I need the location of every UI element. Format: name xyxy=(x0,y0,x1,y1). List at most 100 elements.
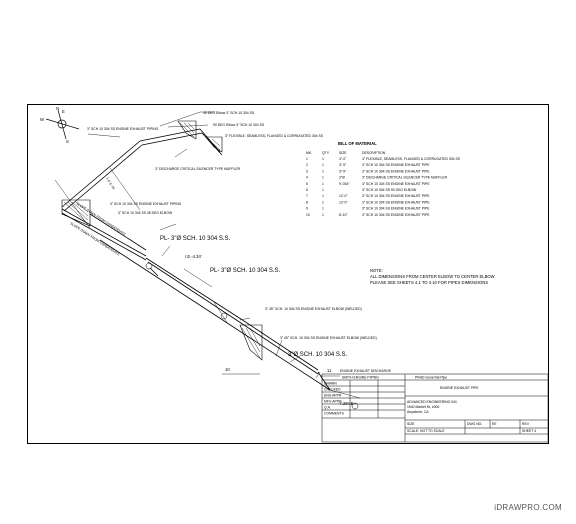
bom-cell: 3" SCH 10 304 SS ENGINE EXHAUST PIPE xyxy=(362,194,430,198)
bom-cell: 5 xyxy=(306,182,308,186)
bom-cell: 3" SCH 10 304 SS ENGINE EXHAUST PIPE xyxy=(362,200,430,204)
tb-header: SMITH ENGINE PIPING xyxy=(342,376,379,380)
tb-scale: SCALE: NOT TO SCALE xyxy=(407,429,445,433)
hatched-elbow-3 xyxy=(61,199,91,227)
tb-row-label: COMMENTS xyxy=(324,412,345,416)
callout-dim-1: 1.6'-5.75" xyxy=(105,177,116,192)
bom-cell: 12'-0" xyxy=(339,200,348,204)
tb-row-label: CHECKED xyxy=(324,388,341,392)
tb-project: PRAD GenerVal Pipe xyxy=(415,376,447,380)
bom-cell: 1 xyxy=(322,200,324,204)
callout-elbow-welded-2: 3" 45° SCH. 10 304 SS ENGINE EXHAUST ELB… xyxy=(280,336,377,340)
north-arrow: E N W S xyxy=(40,106,80,144)
callout-discharge: ENGINE EXHAUST DISCHARGE xyxy=(340,369,392,373)
tb-company-3: Anywhere, CA xyxy=(407,410,429,414)
bom-cell: 4 xyxy=(306,176,308,180)
callout-el-2: -7.25'I.E xyxy=(338,401,354,406)
callout-n11: 11 xyxy=(327,368,332,373)
tb-row-label: ENG APPR xyxy=(324,394,342,398)
callout-elbow-mid: 3" SCH 10 304 SS 45 DEG ELBOW xyxy=(118,211,173,215)
bom-cell: 3"-9" xyxy=(339,163,347,167)
leader-lines xyxy=(87,111,321,379)
marker-circle-2 xyxy=(220,312,228,320)
bom-cell: 3" SCH 10 304 SS ENGINE EXHAUST PIPE xyxy=(362,169,430,173)
bom-header-mk: MK. xyxy=(306,151,312,155)
note-head: NOTE: xyxy=(370,268,383,273)
bom-cell: 6 xyxy=(306,188,308,192)
callout-elbow-welded-1: 3" 45° SCH. 10 304 SS ENGINE EXHAUST ELB… xyxy=(265,307,362,311)
pipe-run-lower xyxy=(89,213,331,391)
callout-n10: 10 xyxy=(225,367,230,372)
callout-pl-1: PL- 3"Ø SCH. 10 304 S.S. xyxy=(160,236,230,242)
title-block-text: SMITH ENGINE PIPING PRAD GenerVal Pipe E… xyxy=(324,376,536,434)
tb-row-label: MFG APPR xyxy=(324,400,342,404)
bom-cell: 12'-0" xyxy=(339,194,348,198)
hatched-elbow-4 xyxy=(239,324,263,361)
north-arrow-s: S xyxy=(66,139,69,144)
bom-cell: 3" FLEXIBLE, SEAMLESS, FLANGED & CORRUGA… xyxy=(362,157,461,161)
note-line-1: ALL DIMENSIONS FROM CENTER ELBOW TO CENT… xyxy=(370,274,495,279)
note-block: NOTE: ALL DIMENSIONS FROM CENTER ELBOW T… xyxy=(370,268,495,285)
hatched-elbow-2 xyxy=(205,136,223,153)
bom-cell: 3"-9" xyxy=(339,169,347,173)
bom-cell: 1 xyxy=(322,163,324,167)
drawing-sheet xyxy=(27,104,549,444)
bom-cell: 10 xyxy=(306,213,310,217)
callout-el-1: I.E.-4.34' xyxy=(185,254,202,259)
bom-cell: 3" SCH 10 304 SS ENGINE EXHAUST PIPE xyxy=(362,213,430,217)
callout-sch-engine: 3" SCH 10 304 SS ENGINE EXHAUST PIPING xyxy=(87,127,159,131)
bom-title: BILL OF MATERIAL xyxy=(338,141,377,146)
watermark-text: iDRAWPRO.COM xyxy=(494,503,562,512)
marker-circle-1 xyxy=(145,262,153,270)
tb-dwg-no: EE xyxy=(492,422,497,426)
callout-pl-2: PL- 3"Ø SCH. 10 304 S.S. xyxy=(210,268,280,274)
callout-elbow-45: 45 DEG Elbow 3" SCH 10 304 SS xyxy=(203,111,255,115)
pipe-run-upper xyxy=(61,128,331,391)
bom-cell: 1 xyxy=(322,157,324,161)
tb-sheet: SHEET 4 xyxy=(522,429,536,433)
bill-of-material: BILL OF MATERIAL MK. QTY. SIZE DESCRIPTI… xyxy=(306,141,461,217)
bom-cell: 3" DISCHARGE CRITICAL SILENCER TYPE MUFF… xyxy=(362,176,448,180)
north-arrow-e: E xyxy=(62,109,65,114)
bom-cell: 3" SCH 10 304 SS ENGINE EXHAUST PIPE xyxy=(362,182,430,186)
bom-cell: 1 xyxy=(322,182,324,186)
bom-cell: 3 xyxy=(306,169,308,173)
tb-row-label: Q.A. xyxy=(324,406,331,410)
north-arrow-n: N xyxy=(56,106,59,111)
callout-flexible-1: 3" FLEXIBLE, SEAMLESS, FLANGED & CORRUGA… xyxy=(225,134,324,138)
tb-dwg-label: DWG NO. xyxy=(467,422,482,426)
bom-cell: 1 xyxy=(322,213,324,217)
bom-cell: 3" SCH 10 304 SS ENGINE EXHAUST PIPE xyxy=(362,207,430,211)
bom-cell: 8 xyxy=(306,200,308,204)
bom-cell: 3"Ø xyxy=(339,176,345,180)
tb-drawing-title: ENGINE EXHAUST PIPE xyxy=(440,386,479,390)
bom-cell: 3"-0" xyxy=(339,157,347,161)
title-block xyxy=(321,373,549,443)
tb-row-label: DRAWN xyxy=(324,382,337,386)
bom-cell: 1 xyxy=(322,194,324,198)
bom-cell: 9 xyxy=(306,207,308,211)
bom-header-qty: QTY. xyxy=(322,151,330,155)
bom-cell: 3" SCH 10 304 SS 90 DEG ELBOW xyxy=(362,188,417,192)
tb-size-label: SIZE xyxy=(407,422,415,426)
callout-silencer: 3" DISCHARGE CRITICAL SILENCER TYPE MUFF… xyxy=(155,167,241,171)
bom-cell: 8'-10" xyxy=(339,213,348,217)
bom-cell: 9'-034" xyxy=(339,182,350,186)
callout-pl-3: 3"Ø SCH. 10 304 S.S. xyxy=(288,352,347,358)
north-arrow-w: W xyxy=(40,117,44,122)
tb-rev-label: REV xyxy=(522,422,530,426)
bom-cell: 1 xyxy=(322,176,324,180)
bom-cell: 7 xyxy=(306,194,308,198)
bom-cell: 1 xyxy=(322,169,324,173)
note-line-2: PLEASE SEE SHEETS 4.1 TO 4.10 FOR PIPES … xyxy=(370,280,488,285)
bom-cell: 1 xyxy=(322,207,324,211)
callout-upper-engine: 3" SCH 10 304 SS ENGINE EXHAUST PIPING xyxy=(110,202,182,206)
marker-circle-3 xyxy=(351,402,359,410)
tb-company: ADVANCED ENGINEERING INC. xyxy=(407,400,458,404)
dimension-lines xyxy=(54,167,361,399)
bom-header-desc: DESCRIPTION xyxy=(362,151,386,155)
bom-header-size: SIZE xyxy=(339,151,347,155)
bom-cell: 3" SCH 10 304 SS ENGINE EXHAUST PIPE xyxy=(362,163,430,167)
bom-cell: 1 xyxy=(322,188,324,192)
